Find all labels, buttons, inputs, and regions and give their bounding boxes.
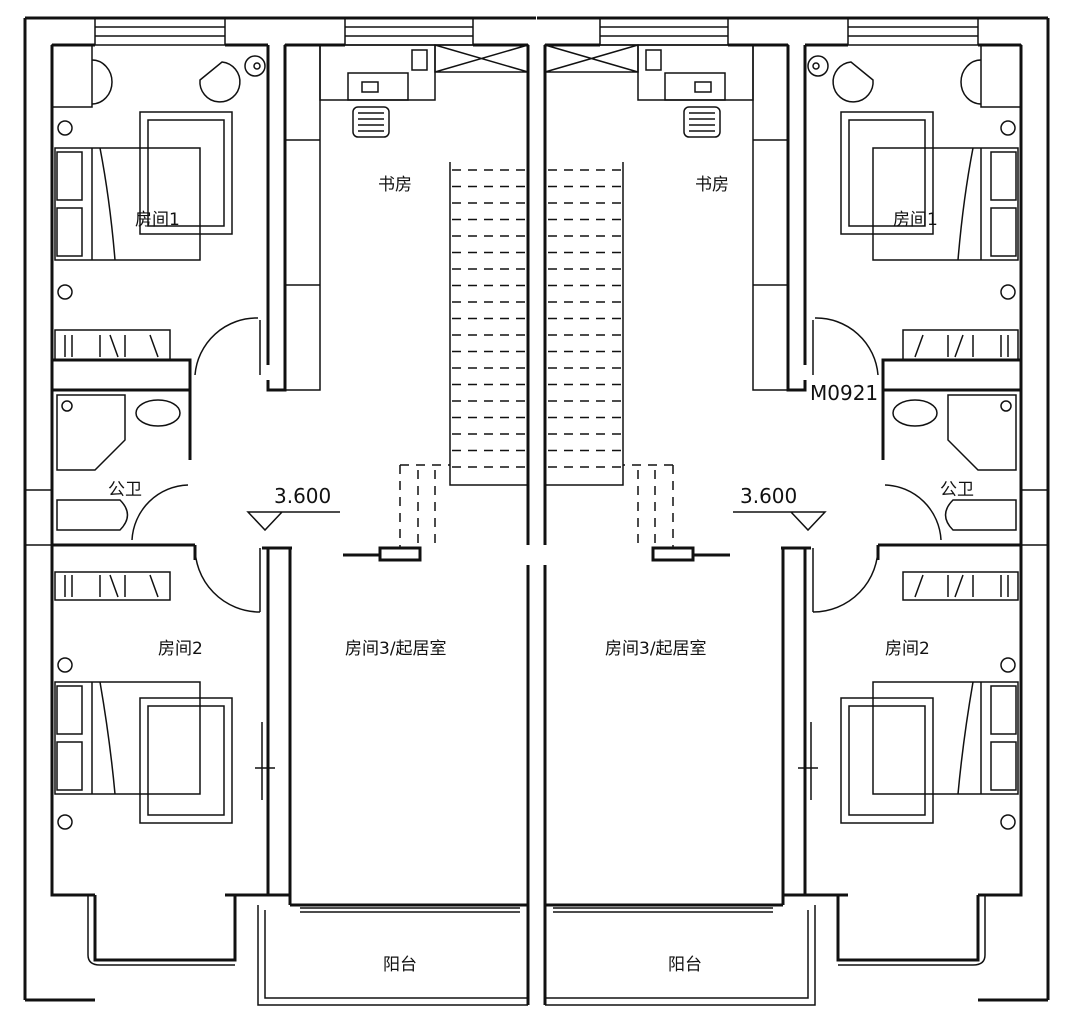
right-bedroom2-label: 房间2 bbox=[885, 639, 930, 659]
right-bedroom1-label: 房间1 bbox=[893, 210, 938, 230]
right-door-code-label: M0921 bbox=[810, 381, 878, 405]
left-living-room-label: 房间3/起居室 bbox=[345, 639, 447, 659]
right-staircase bbox=[545, 169, 621, 468]
left-bedroom1-label: 房间1 bbox=[135, 210, 180, 230]
right-bathroom-label: 公卫 bbox=[940, 480, 974, 500]
left-study-label: 书房 bbox=[378, 175, 412, 195]
left-staircase bbox=[452, 169, 528, 468]
right-balcony-label: 阳台 bbox=[668, 955, 702, 975]
left-balcony-label: 阳台 bbox=[383, 955, 417, 975]
left-elevation-label: 3.600 bbox=[274, 484, 331, 508]
right-unit-plan bbox=[535, 16, 1050, 1007]
left-bathroom-label: 公卫 bbox=[108, 480, 142, 500]
right-living-room-label: 房间3/起居室 bbox=[605, 639, 707, 659]
right-study-label: 书房 bbox=[695, 175, 729, 195]
left-bedroom2-label: 房间2 bbox=[158, 639, 203, 659]
left-unit-plan bbox=[23, 16, 538, 1007]
right-elevation-label: 3.600 bbox=[740, 484, 797, 508]
